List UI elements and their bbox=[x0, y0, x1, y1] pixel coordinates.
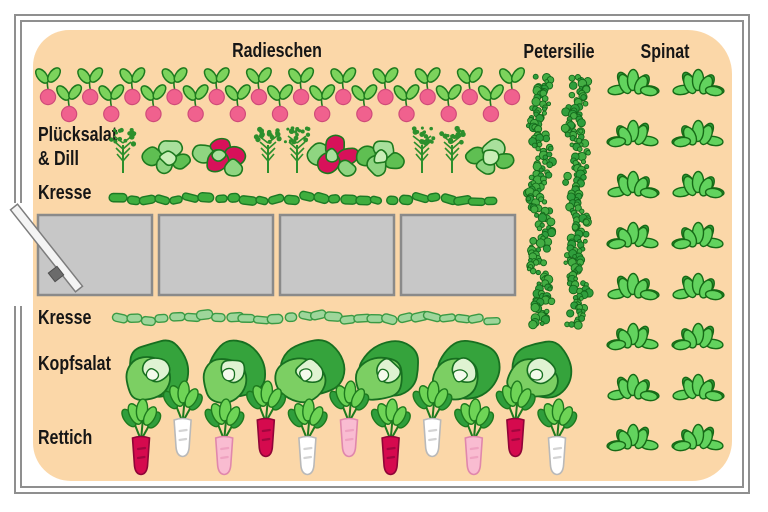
label-dill: & Dill bbox=[38, 148, 79, 170]
title-radieschen: Radieschen bbox=[232, 40, 322, 62]
label-kresse-top: Kresse bbox=[38, 182, 92, 204]
label-kresse-bottom: Kresse bbox=[38, 307, 92, 329]
label-pluecksalat: Plücksalat bbox=[38, 124, 118, 146]
label-rettich: Rettich bbox=[38, 427, 93, 449]
title-spinat: Spinat bbox=[640, 41, 690, 63]
title-petersilie: Petersilie bbox=[523, 41, 595, 63]
garden-bed-soil bbox=[33, 30, 732, 481]
frame-gap bbox=[9, 203, 27, 306]
label-kopfsalat: Kopfsalat bbox=[38, 353, 111, 375]
